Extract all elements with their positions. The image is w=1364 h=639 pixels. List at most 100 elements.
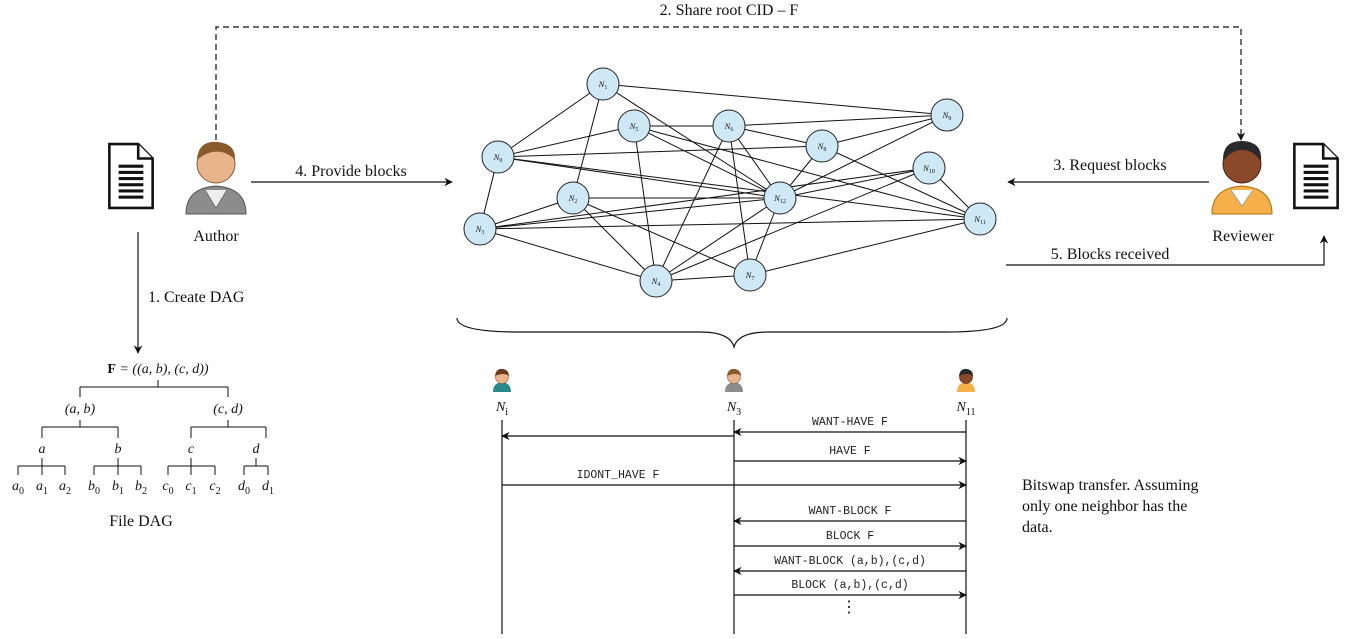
network-node-label: N4 <box>651 276 661 288</box>
share-root-arrow <box>215 26 1246 141</box>
blocks-received-label: 5. Blocks received <box>1051 246 1170 263</box>
network-edge <box>779 167 930 199</box>
seq-participant-label-11: N11 <box>956 400 976 418</box>
seq-caption: Bitswap transfer. Assuming only one neig… <box>1022 477 1198 536</box>
network-edge <box>572 197 657 282</box>
network-node-label: N8 <box>817 141 827 153</box>
network-node-n12: N12 <box>763 181 797 215</box>
seq-continuation-dots: ⋮ <box>841 599 857 616</box>
dag-node-d: d <box>253 442 261 457</box>
seq-message-label: WANT-BLOCK F <box>809 505 892 518</box>
network-node-n5: N5 <box>617 109 651 143</box>
network-edge <box>497 83 604 158</box>
seq-message-label: BLOCK F <box>826 530 874 543</box>
dag-leaf-a2: a2 <box>59 479 71 497</box>
network-node-n4: N4 <box>639 264 673 298</box>
network-node-label: N12 <box>773 193 786 205</box>
dag-node-b: b <box>115 442 122 457</box>
author-document-icon <box>108 142 154 210</box>
network-node-n9: N9 <box>930 98 964 132</box>
network-node-n3: N3 <box>463 212 497 246</box>
network-edge <box>749 218 981 276</box>
dag-leaf-b1: b1 <box>112 479 124 497</box>
network-node-label: N1 <box>598 79 608 91</box>
author-label: Author <box>193 228 239 245</box>
network-node-n11: N11 <box>963 202 997 236</box>
dag-leaf-b2: b2 <box>135 479 147 497</box>
network-edge <box>602 83 948 116</box>
network-edge <box>572 197 751 276</box>
network-edge <box>497 145 823 158</box>
seq-participant-n11-icon <box>957 368 975 392</box>
share-root-label: 2. Share root CID – F <box>660 2 799 19</box>
network-node-label: N7 <box>745 270 755 282</box>
create-dag-label: 1. Create DAG <box>148 289 245 306</box>
network-brace <box>456 317 1008 350</box>
reviewer-label: Reviewer <box>1212 228 1274 245</box>
seq-message-label: BLOCK (a,b),(c,d) <box>791 579 908 592</box>
dag-leaf-c2: c2 <box>209 479 220 497</box>
network-edge <box>497 125 635 158</box>
network-edge <box>497 156 981 220</box>
network-node-n8: N8 <box>805 129 839 163</box>
dag-leaf-a0: a0 <box>12 479 24 497</box>
network-edge <box>497 156 781 199</box>
dag-node-a: a <box>39 442 46 457</box>
network-edge <box>728 125 751 276</box>
seq-participant-label-i: Ni <box>495 400 508 418</box>
network-edge <box>479 167 930 230</box>
seq-message-label: HAVE F <box>829 445 871 458</box>
dag-root: F = ((a, b), (c, d)) <box>107 362 209 377</box>
network-node-label: N6 <box>724 121 734 133</box>
network-edge <box>479 197 781 230</box>
request-blocks-label: 3. Request blocks <box>1053 157 1166 174</box>
seq-participant-label-3: N3 <box>726 400 741 418</box>
network-edge <box>821 145 981 220</box>
author-avatar-icon <box>185 141 247 215</box>
network-edge <box>479 218 981 230</box>
seq-participant-n3-icon <box>725 368 743 392</box>
network-node-n10: N10 <box>912 151 946 185</box>
network-node-label: N9 <box>942 110 952 122</box>
network-edge <box>728 114 948 127</box>
network-node-label: N3 <box>475 224 485 236</box>
network-edge <box>633 125 657 282</box>
blocks-received-arrow <box>1006 235 1329 266</box>
network-edge <box>655 125 730 282</box>
dag-leaf-a1: a1 <box>36 479 48 497</box>
seq-caption-line-1: Bitswap transfer. Assuming <box>1022 477 1198 494</box>
network-node-label: N11 <box>973 214 985 226</box>
network-node-n0: N0 <box>481 140 515 174</box>
network-edge <box>779 114 948 199</box>
network-node-label: N0 <box>493 152 503 164</box>
network-edge <box>479 228 657 282</box>
dag-leaf-d0: d0 <box>238 479 250 497</box>
dag-leaf-c1: c1 <box>185 479 196 497</box>
seq-message-label: WANT-BLOCK (a,b),(c,d) <box>774 555 926 568</box>
network-node-label: N10 <box>922 163 935 175</box>
reviewer-document-icon <box>1293 142 1339 210</box>
network-edge <box>633 125 981 220</box>
network-node-n6: N6 <box>712 109 746 143</box>
network-node-label: N2 <box>568 193 578 205</box>
network-edge <box>633 125 781 199</box>
network-node-n2: N2 <box>556 181 590 215</box>
provide-blocks-label: 4. Provide blocks <box>295 163 407 180</box>
dag-leaf-b0: b0 <box>88 479 100 497</box>
reviewer-avatar-icon <box>1211 140 1273 215</box>
network-edge <box>655 197 781 282</box>
seq-message-label: IDONT_HAVE F <box>577 469 660 482</box>
network-edge <box>655 167 930 282</box>
network-node-label: N5 <box>629 121 639 133</box>
network-node-n1: N1 <box>586 67 620 101</box>
seq-caption-line-2: only one neighbor has the <box>1022 498 1187 515</box>
file-dag-label: File DAG <box>109 513 173 530</box>
dag-node-ab: (a, b) <box>65 402 96 417</box>
seq-caption-line-3: data. <box>1022 519 1053 536</box>
seq-message-label: WANT-HAVE F <box>812 416 888 429</box>
network-node-n7: N7 <box>733 258 767 292</box>
seq-participant-ni-icon <box>493 368 511 392</box>
